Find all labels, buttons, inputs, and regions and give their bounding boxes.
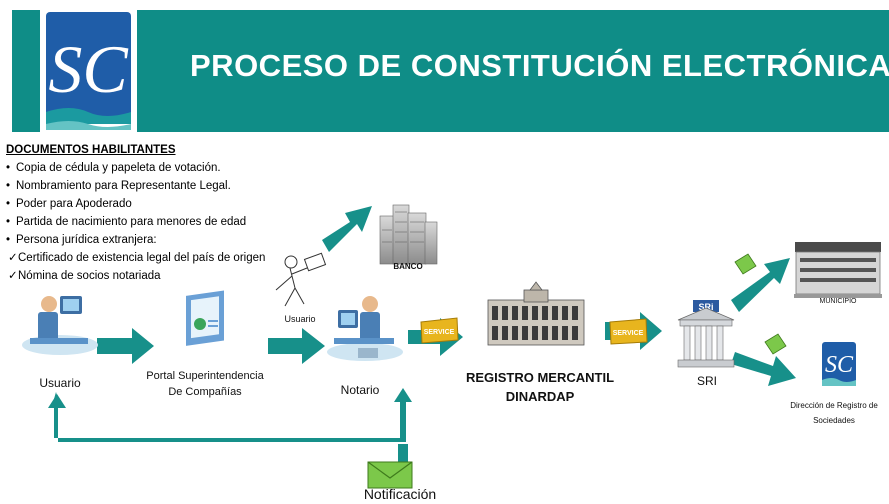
- document-item: • Partida de nacimiento para menores de e…: [6, 213, 296, 231]
- sri-building-icon: SRi: [677, 300, 735, 368]
- bullet-marker: •: [6, 180, 11, 192]
- sc-logo: SC: [40, 10, 137, 132]
- document-item: • Nombramiento para Representante Legal.: [6, 177, 296, 195]
- svg-text:SERVICE: SERVICE: [613, 330, 644, 337]
- label-notario: Notario: [340, 383, 380, 397]
- envelope-icon-2: [764, 333, 787, 355]
- bullet-marker: •: [6, 216, 11, 228]
- document-item: ✓Nómina de socios notariada: [6, 267, 296, 285]
- label-sri: SRI: [696, 374, 717, 388]
- service-badge-1: SERVICE: [420, 317, 459, 344]
- document-item: • Copia de cédula y papeleta de votación.: [6, 159, 296, 177]
- portal-icon: [186, 290, 224, 346]
- label-usuario-small: Usuario: [284, 314, 316, 324]
- notification-envelope-icon: [367, 461, 413, 489]
- label-usuario: Usuario: [39, 376, 81, 390]
- label-registro: REGISTRO MERCANTIL DINARDAP: [465, 370, 615, 404]
- svg-text:SERVICE: SERVICE: [424, 329, 455, 336]
- direccion-sc-logo: SC: [822, 342, 856, 386]
- registro-building-icon: [487, 281, 585, 346]
- label-portal: Portal Superintendencia De Compañías: [146, 370, 264, 398]
- page-title: PROCESO DE CONSTITUCIÓN ELECTRÓNICA: [190, 48, 889, 83]
- document-item-text: Poder para Apoderado: [16, 198, 132, 210]
- documents-heading: DOCUMENTOS HABILITANTES: [6, 144, 176, 156]
- documents-list: DOCUMENTOS HABILITANTES • Copia de cédula…: [6, 141, 296, 285]
- label-notificacion: Notificación: [363, 486, 437, 502]
- header-band: [0, 10, 889, 132]
- document-item-text: Nómina de socios notariada: [18, 270, 161, 282]
- svg-text:SC: SC: [825, 352, 854, 378]
- label-direccion: Dirección de Registro de Sociedades: [790, 401, 878, 425]
- document-item-text: Copia de cédula y papeleta de votación.: [16, 162, 221, 174]
- label-municipio: MUNICIPIO: [819, 298, 857, 305]
- document-item-text: Partida de nacimiento para menores de ed…: [16, 216, 247, 228]
- document-item-text: Certificado de existencia legal del país…: [18, 252, 266, 264]
- banco-icon: [379, 204, 438, 265]
- municipio-building-icon: [794, 242, 882, 298]
- bullet-marker: ✓: [8, 270, 18, 282]
- document-item: • Poder para Apoderado: [6, 195, 296, 213]
- bullet-marker: •: [6, 234, 11, 246]
- usuario-icon: [22, 296, 98, 355]
- envelope-icon-1: [734, 253, 757, 275]
- bullet-marker: •: [6, 198, 11, 210]
- messenger-icon: [275, 252, 327, 307]
- document-item: • Persona jurídica extranjera:: [6, 231, 296, 249]
- svg-text:SC: SC: [48, 31, 128, 107]
- notario-icon: [327, 296, 403, 361]
- document-item-text: Persona jurídica extranjera:: [16, 234, 157, 246]
- label-banco: BANCO: [393, 262, 423, 271]
- document-item-text: Nombramiento para Representante Legal.: [16, 180, 231, 192]
- service-badge-2: SERVICE: [609, 318, 648, 345]
- bullet-marker: ✓: [8, 252, 18, 264]
- document-item: ✓Certificado de existencia legal del paí…: [6, 249, 296, 267]
- svg-text:SRi: SRi: [698, 302, 713, 312]
- bullet-marker: •: [6, 162, 11, 174]
